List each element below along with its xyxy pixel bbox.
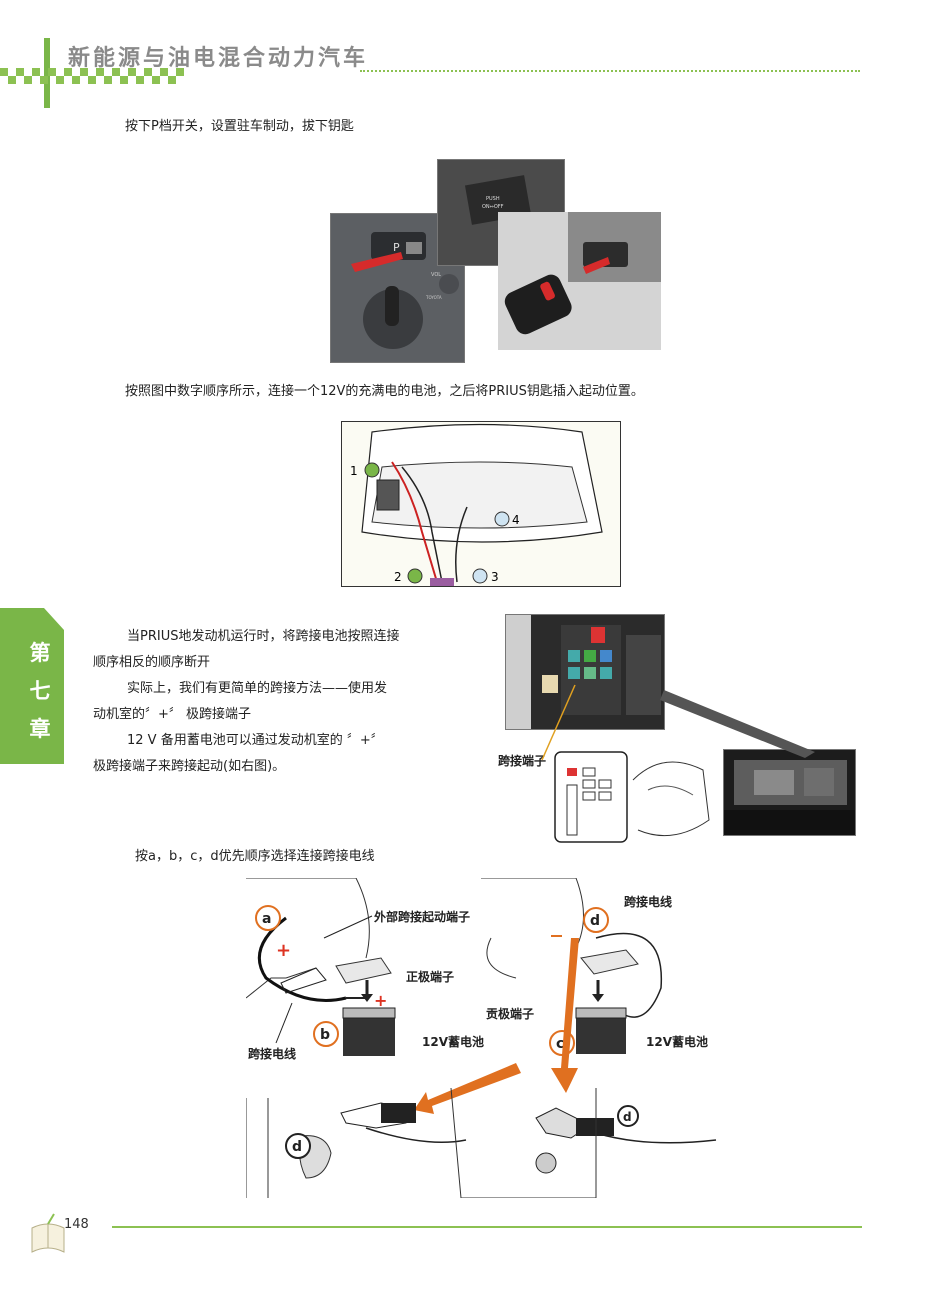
callout-wedge xyxy=(660,690,815,758)
svg-text:b: b xyxy=(320,1027,330,1043)
header-checker-pattern xyxy=(0,68,184,84)
svg-text:2: 2 xyxy=(394,570,402,584)
smart-key-photo xyxy=(498,212,661,350)
svg-text:1: 1 xyxy=(350,464,358,478)
step3-line2: 顺序相反的顺序断开 xyxy=(93,655,211,670)
step3-line4: 动机室的〞+〞 极跨接端子 xyxy=(93,707,252,722)
engine-fusebox-photo xyxy=(505,614,665,730)
svg-text:c: c xyxy=(556,1036,564,1052)
p-button-label: P xyxy=(393,241,400,254)
svg-text:+: + xyxy=(276,940,291,961)
svg-text:跨接电线: 跨接电线 xyxy=(624,894,672,909)
jump-terminal-leader xyxy=(541,684,576,761)
svg-text:4: 4 xyxy=(512,513,520,527)
svg-text:PUSH: PUSH xyxy=(486,196,500,202)
step2-text: 按照图中数字顺序所示，连接一个12V的充满电的电池，之后将PRIUS钥匙插入起动… xyxy=(125,384,644,399)
svg-text:贡极端子: 贡极端子 xyxy=(486,1006,534,1021)
step3-line1: 当PRIUS地发动机运行时，将跨接电池按照连接 xyxy=(127,629,400,644)
chapter-side-tab xyxy=(0,608,64,764)
svg-text:外部跨接起动端子: 外部跨接起动端子 xyxy=(374,909,470,924)
fusebox-line-drawing xyxy=(553,750,711,845)
svg-text:正极端子: 正极端子 xyxy=(406,969,454,984)
svg-text:跨接电线: 跨接电线 xyxy=(248,1046,296,1061)
jump-cable-diagram: a + + b 外部跨接起动端子 正极端子 12V蓄电池 跨接电线 d 跨接电线… xyxy=(245,877,726,1199)
book-title: 新能源与油电混合动力汽车 xyxy=(68,46,369,71)
chapter-label: 第七章 xyxy=(29,641,51,741)
trunk-battery-diagram: 1 4 2 3 xyxy=(341,421,621,587)
step3-line3: 实际上，我们有更简单的跨接方法——使用发 xyxy=(127,681,388,696)
header-accent-bar xyxy=(44,38,50,108)
svg-text:TOYOTA: TOYOTA xyxy=(425,295,442,300)
step4-text: 按a，b，c，d优先顺序选择连接跨接电线 xyxy=(135,849,375,864)
book-icon xyxy=(31,1213,65,1253)
svg-text:d: d xyxy=(590,913,600,929)
step3-line5: 12 V 备用蓄电池可以通过发动机室的 〞+〞 xyxy=(127,733,384,748)
page-number: 148 xyxy=(64,1217,89,1232)
header-dotted-rule xyxy=(360,70,860,72)
step3-line6: 极跨接端子来跨接起动(如右图)。 xyxy=(93,759,286,774)
svg-text:12V蓄电池: 12V蓄电池 xyxy=(646,1034,708,1049)
svg-text:+: + xyxy=(374,991,387,1010)
jump-terminal-label: 跨接端子 xyxy=(498,754,547,768)
step1-text: 按下P档开关，设置驻车制动，拔下钥匙 xyxy=(125,119,354,134)
svg-text:d: d xyxy=(623,1110,632,1124)
svg-text:12V蓄电池: 12V蓄电池 xyxy=(422,1034,484,1049)
svg-text:VOL: VOL xyxy=(431,272,441,278)
svg-text:3: 3 xyxy=(491,570,499,584)
svg-text:ON⇔OFF: ON⇔OFF xyxy=(482,204,504,210)
engine-bay-photo xyxy=(723,749,856,836)
svg-text:a: a xyxy=(262,911,271,927)
svg-text:d: d xyxy=(292,1139,302,1155)
footer-rule xyxy=(112,1226,862,1228)
